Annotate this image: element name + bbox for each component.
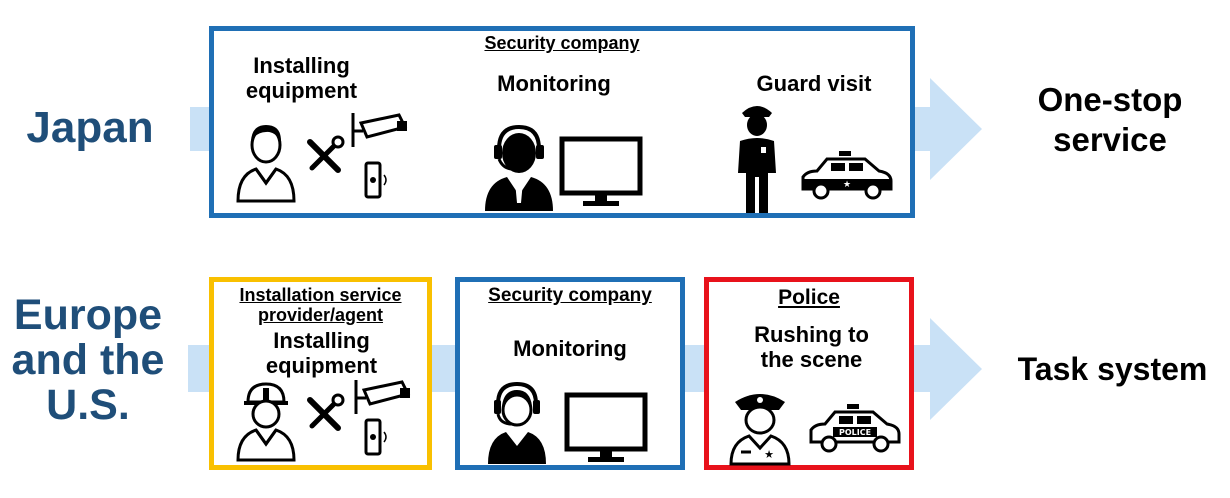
sensor-icon bbox=[364, 418, 387, 456]
monitor-icon bbox=[559, 136, 643, 206]
headset-operator-icon bbox=[488, 381, 546, 464]
police-car-text: POLICE bbox=[839, 428, 871, 437]
installation-box-title: Installation service provider/agent bbox=[239, 285, 402, 325]
region-label-japan: Japan bbox=[26, 103, 154, 152]
japan-task-installing: Installing equipment bbox=[245, 53, 358, 104]
west-result-task-system: Task system bbox=[1017, 351, 1208, 387]
police-car-icon: POLICE bbox=[809, 404, 901, 453]
police-officer-icon: ★ bbox=[729, 394, 791, 466]
police-box-title: Police bbox=[778, 286, 840, 309]
sensor-icon bbox=[364, 161, 387, 199]
svg-text:★: ★ bbox=[843, 180, 851, 190]
tools-icon bbox=[307, 393, 345, 431]
monitor-icon bbox=[564, 392, 648, 462]
west-task-installing: Installing equipment bbox=[265, 328, 378, 379]
svg-text:★: ★ bbox=[764, 448, 774, 461]
region-label-europe-us: Europe and the U.S. bbox=[11, 291, 165, 430]
worker-icon bbox=[236, 125, 296, 203]
camera-icon bbox=[354, 380, 411, 414]
operator-icon bbox=[485, 124, 553, 211]
japan-task-guard-visit: Guard visit bbox=[756, 71, 872, 96]
guard-icon bbox=[738, 106, 776, 213]
west-security-company-box: Security company Monitoring bbox=[455, 277, 685, 470]
tools-icon bbox=[307, 135, 345, 173]
patrol-car-icon: ★ bbox=[801, 151, 893, 200]
police-box: Police Rushing to the scene ★ POLICE bbox=[704, 277, 914, 470]
west-security-box-title: Security company bbox=[488, 285, 652, 306]
japan-task-monitoring: Monitoring bbox=[497, 71, 611, 96]
west-task-rushing: Rushing to the scene bbox=[754, 322, 869, 373]
japan-result-one-stop-service: One-stop service bbox=[1037, 81, 1183, 158]
japan-security-company-box: Security company Installing equipment Mo… bbox=[209, 26, 915, 218]
hardhat-worker-icon bbox=[236, 382, 296, 462]
west-task-monitoring: Monitoring bbox=[513, 336, 627, 361]
camera-icon bbox=[351, 113, 408, 147]
japan-box-title: Security company bbox=[484, 33, 640, 53]
installation-provider-box: Installation service provider/agent Inst… bbox=[209, 277, 432, 470]
